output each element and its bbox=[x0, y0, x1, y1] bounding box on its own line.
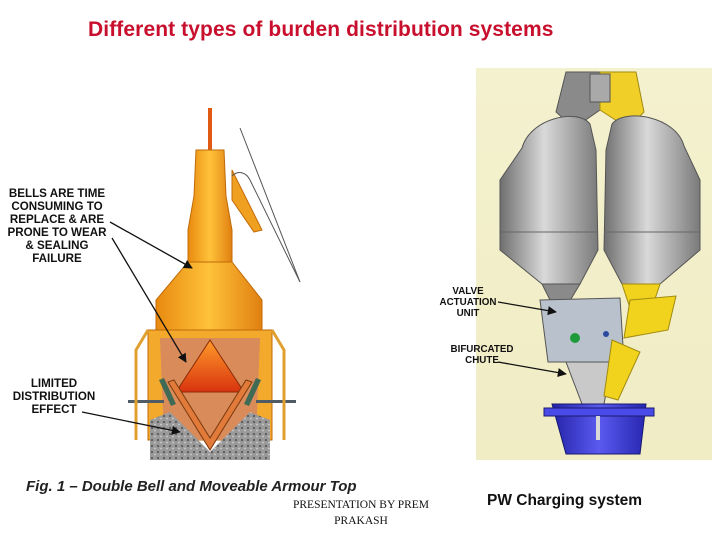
pw-charging-illustration bbox=[476, 68, 712, 460]
large-bell bbox=[175, 339, 245, 393]
label-line: CONSUMING TO bbox=[11, 199, 103, 213]
right-figure-caption: PW Charging system bbox=[487, 492, 643, 509]
label-line: LIMITED bbox=[30, 377, 78, 390]
label-line: BELLS ARE TIME bbox=[8, 187, 106, 200]
label-chute: BIFURCATED CHUTE bbox=[442, 344, 522, 367]
cable-line bbox=[239, 127, 301, 283]
arrow-limited bbox=[81, 411, 181, 435]
page-title: Different types of burden distribution s… bbox=[88, 18, 554, 41]
label-line: & SEALING bbox=[25, 238, 89, 252]
label-line: ACTUATION bbox=[439, 296, 497, 308]
label-line: UNIT bbox=[456, 307, 480, 319]
label-line: FAILURE bbox=[32, 251, 82, 265]
label-line: EFFECT bbox=[31, 402, 77, 416]
arrow-bells-lower bbox=[111, 237, 187, 363]
arrow-chute bbox=[497, 361, 567, 378]
left-figure-caption: Fig. 1 – Double Bell and Moveable Armour… bbox=[26, 478, 357, 495]
label-line: BIFURCATED bbox=[450, 344, 514, 355]
label-line: REPLACE & ARE bbox=[9, 212, 105, 226]
label-valve: VALVE ACTUATION UNIT bbox=[434, 286, 502, 320]
arrow-bells-upper bbox=[109, 221, 193, 269]
presentation-credit: PRESENTATION BY PREM PRAKASH bbox=[268, 498, 454, 529]
label-limited: LIMITED DISTRIBUTION EFFECT bbox=[2, 377, 106, 416]
label-line: PRONE TO WEAR bbox=[7, 225, 107, 239]
burden-material bbox=[150, 412, 270, 460]
arrow-valve bbox=[497, 301, 557, 316]
label-line: DISTRIBUTION bbox=[12, 389, 96, 403]
label-bells: BELLS ARE TIME CONSUMING TO REPLACE & AR… bbox=[2, 187, 112, 265]
double-bell-illustration bbox=[128, 108, 301, 460]
credit-line: PRESENTATION BY PREM bbox=[292, 499, 430, 511]
right-hopper bbox=[603, 115, 701, 285]
label-line: CHUTE bbox=[465, 354, 499, 366]
label-line: VALVE bbox=[452, 286, 484, 297]
credit-line: PRAKASH bbox=[334, 514, 388, 527]
